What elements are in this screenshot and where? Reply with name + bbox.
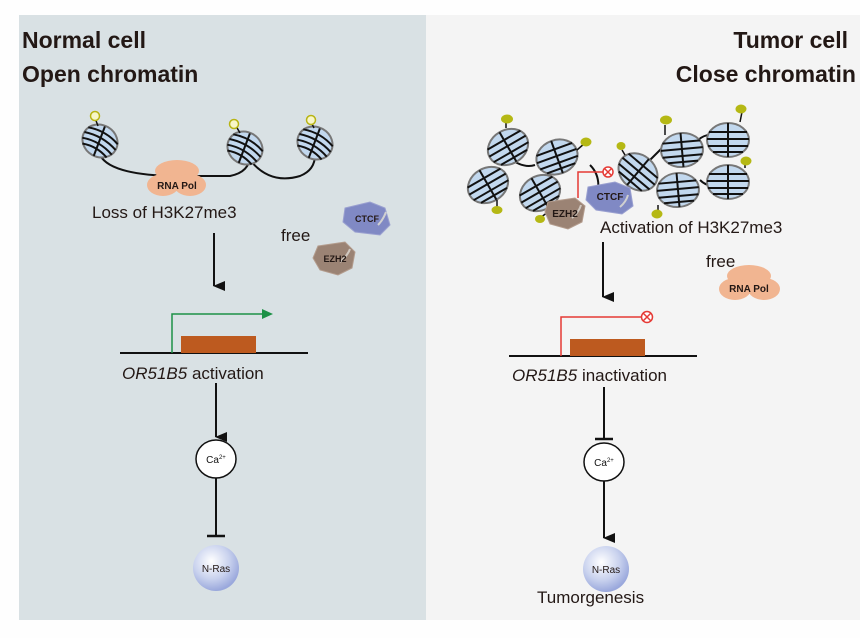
nucleosome	[290, 119, 340, 167]
gene-name: OR51B5	[512, 366, 578, 385]
ctcf-bound	[585, 181, 634, 215]
tumor-chromatin	[460, 104, 752, 223]
gene-state: activation	[191, 364, 264, 383]
nucleosome	[706, 164, 750, 200]
histone-mark-icon	[89, 110, 317, 134]
nucleosome	[460, 158, 516, 212]
tumor-title: Tumor cell	[733, 27, 848, 53]
ctcf-free	[342, 201, 391, 236]
nucleosome	[75, 117, 125, 165]
histone-state-tumor: Activation of H3K27me3	[600, 218, 783, 237]
ctcf-label: CTCF	[597, 192, 624, 203]
nucleosome	[530, 132, 584, 182]
normal-title: Normal cell	[22, 27, 146, 53]
blocked-transcription-icon	[640, 310, 654, 324]
nucleosome	[480, 120, 536, 174]
gene-state-tumor: OR51B5 inactivation	[512, 366, 667, 386]
calcium-label: Ca2+	[594, 458, 614, 469]
normal-subtitle: Open chromatin	[22, 61, 199, 87]
gene-name: OR51B5	[122, 364, 188, 383]
free-label-normal: free	[281, 226, 311, 245]
normal-cell-panel	[19, 15, 426, 620]
free-label-tumor: free	[706, 252, 736, 271]
rna-pol-label: RNA Pol	[729, 284, 769, 295]
rna-pol-free	[719, 265, 780, 300]
nucleosome	[220, 124, 270, 172]
histone-state-normal: Loss of H3K27me3	[92, 203, 237, 222]
blocked-regulation-icon	[577, 166, 614, 198]
histone-mark-icon	[491, 104, 752, 223]
nucleosome	[658, 130, 706, 170]
n-ras-node	[583, 546, 629, 592]
calcium-label: Ca2+	[206, 455, 226, 466]
ezh2-free	[312, 241, 356, 276]
ctcf-label: CTCF	[355, 214, 379, 224]
n-ras-node	[193, 545, 239, 591]
ezh2-label: EZH2	[552, 209, 578, 220]
gene-state-normal: OR51B5 activation	[122, 364, 264, 384]
ezh2-label: EZH2	[323, 254, 346, 264]
gene-locus-tumor	[509, 310, 697, 357]
nucleosome	[706, 122, 750, 158]
tumor-subtitle: Close chromatin	[675, 61, 856, 87]
normal-chromatin	[75, 110, 340, 196]
n-ras-label: N-Ras	[202, 564, 230, 575]
rna-pol-label: RNA Pol	[157, 181, 197, 192]
outcome-label: Tumorgenesis	[537, 588, 645, 607]
transcription-start-arrow-icon	[171, 313, 262, 353]
gene-state: inactivation	[581, 366, 667, 385]
n-ras-label: N-Ras	[592, 565, 620, 576]
gene-locus-normal	[120, 309, 308, 354]
nucleosome	[654, 170, 702, 210]
rna-pol-bound	[147, 160, 206, 196]
ezh2-bound	[544, 197, 586, 230]
